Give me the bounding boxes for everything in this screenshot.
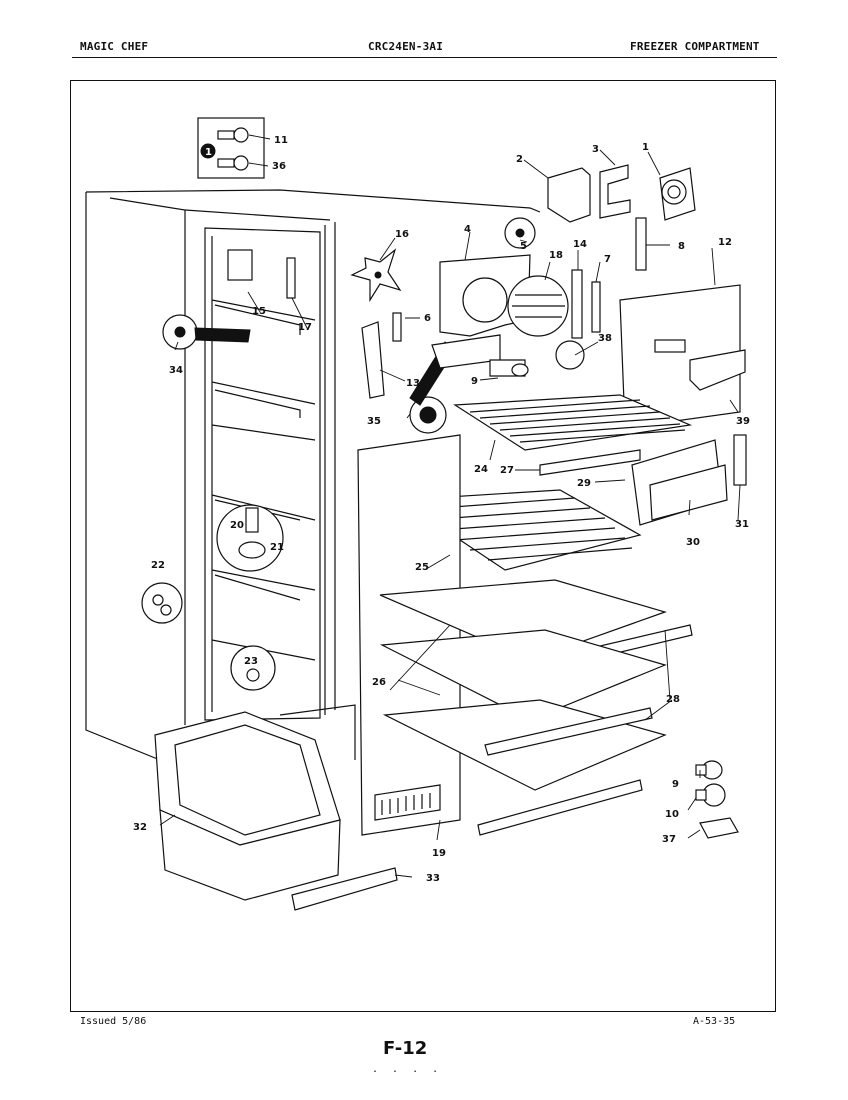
callout-16: 16 [395, 229, 409, 240]
callout-4: 4 [464, 224, 471, 235]
callout-10: 10 [665, 809, 679, 820]
callout-39: 39 [736, 416, 750, 427]
callout-24: 24 [474, 464, 488, 475]
callout-5: 5 [520, 241, 527, 252]
bulbs-and-misc [511, 363, 739, 839]
back-panel [619, 284, 746, 429]
callout-20: 20 [230, 520, 244, 531]
callout-23: 23 [244, 656, 258, 667]
callout-7: 7 [604, 254, 611, 265]
callout-6: 6 [424, 313, 431, 324]
left-detail-parts [141, 314, 284, 691]
callout-8: 8 [678, 241, 685, 252]
damper-brackets [547, 164, 696, 223]
liner-panel [357, 434, 461, 836]
callout-1: 1 [642, 142, 649, 153]
page-number: F-12 [383, 1038, 428, 1059]
callout-22: 22 [151, 560, 165, 571]
cabinet-shell [85, 189, 541, 761]
callout-37: 37 [662, 834, 676, 845]
callout-21: 21 [270, 542, 284, 553]
callout-11: 11 [274, 135, 288, 146]
callout-9-lower: 9 [672, 779, 679, 790]
callout-labels: 1 2 3 4 5 6 7 8 9 9 10 11 12 13 14 15 16… [133, 135, 750, 884]
diagram-frame [70, 80, 776, 1012]
fan-bracket-parts [227, 217, 647, 434]
callout-12: 12 [718, 237, 732, 248]
callout-27: 27 [500, 465, 514, 476]
callout-25: 25 [415, 562, 429, 573]
callout-35: 35 [367, 416, 381, 427]
header-rule [72, 57, 777, 58]
callout-13: 13 [406, 378, 420, 389]
callout-18: 18 [549, 250, 563, 261]
callout-19: 19 [432, 848, 446, 859]
callout-36: 36 [272, 161, 286, 172]
callout-38: 38 [598, 333, 612, 344]
header-section: FREEZER COMPARTMENT [630, 40, 760, 53]
callout-17: 17 [298, 322, 312, 333]
callout-33: 33 [426, 873, 440, 884]
callout-2: 2 [516, 154, 523, 165]
glass-shelves [379, 579, 693, 836]
callout-31: 31 [735, 519, 749, 530]
door-bin [154, 711, 398, 911]
callout-26: 26 [372, 677, 386, 688]
footer-code: A-53-35 [693, 1016, 736, 1027]
upper-shelf [453, 394, 693, 476]
callout-14: 14 [573, 239, 587, 250]
callout-3: 3 [592, 144, 599, 155]
leader-lines [159, 149, 741, 878]
callout-29: 29 [577, 478, 591, 489]
header-model: CRC24EN-3AI [368, 40, 444, 53]
evaporator-cover [350, 217, 569, 337]
callout-15: 15 [252, 306, 266, 317]
footer-issued-date: Issued 5/86 [80, 1016, 147, 1027]
inset-parts-box: 1 [197, 117, 271, 179]
crisper-drawer-right [631, 434, 747, 526]
footer-dots: . . . . [372, 1064, 443, 1075]
callout-28: 28 [666, 694, 680, 705]
callout-34: 34 [169, 365, 183, 376]
callout-32: 32 [133, 822, 147, 833]
callout-30: 30 [686, 537, 700, 548]
callout-9-upper: 9 [471, 376, 478, 387]
inset-marker: 1 [205, 147, 212, 158]
header-brand: MAGIC CHEF [80, 40, 149, 53]
